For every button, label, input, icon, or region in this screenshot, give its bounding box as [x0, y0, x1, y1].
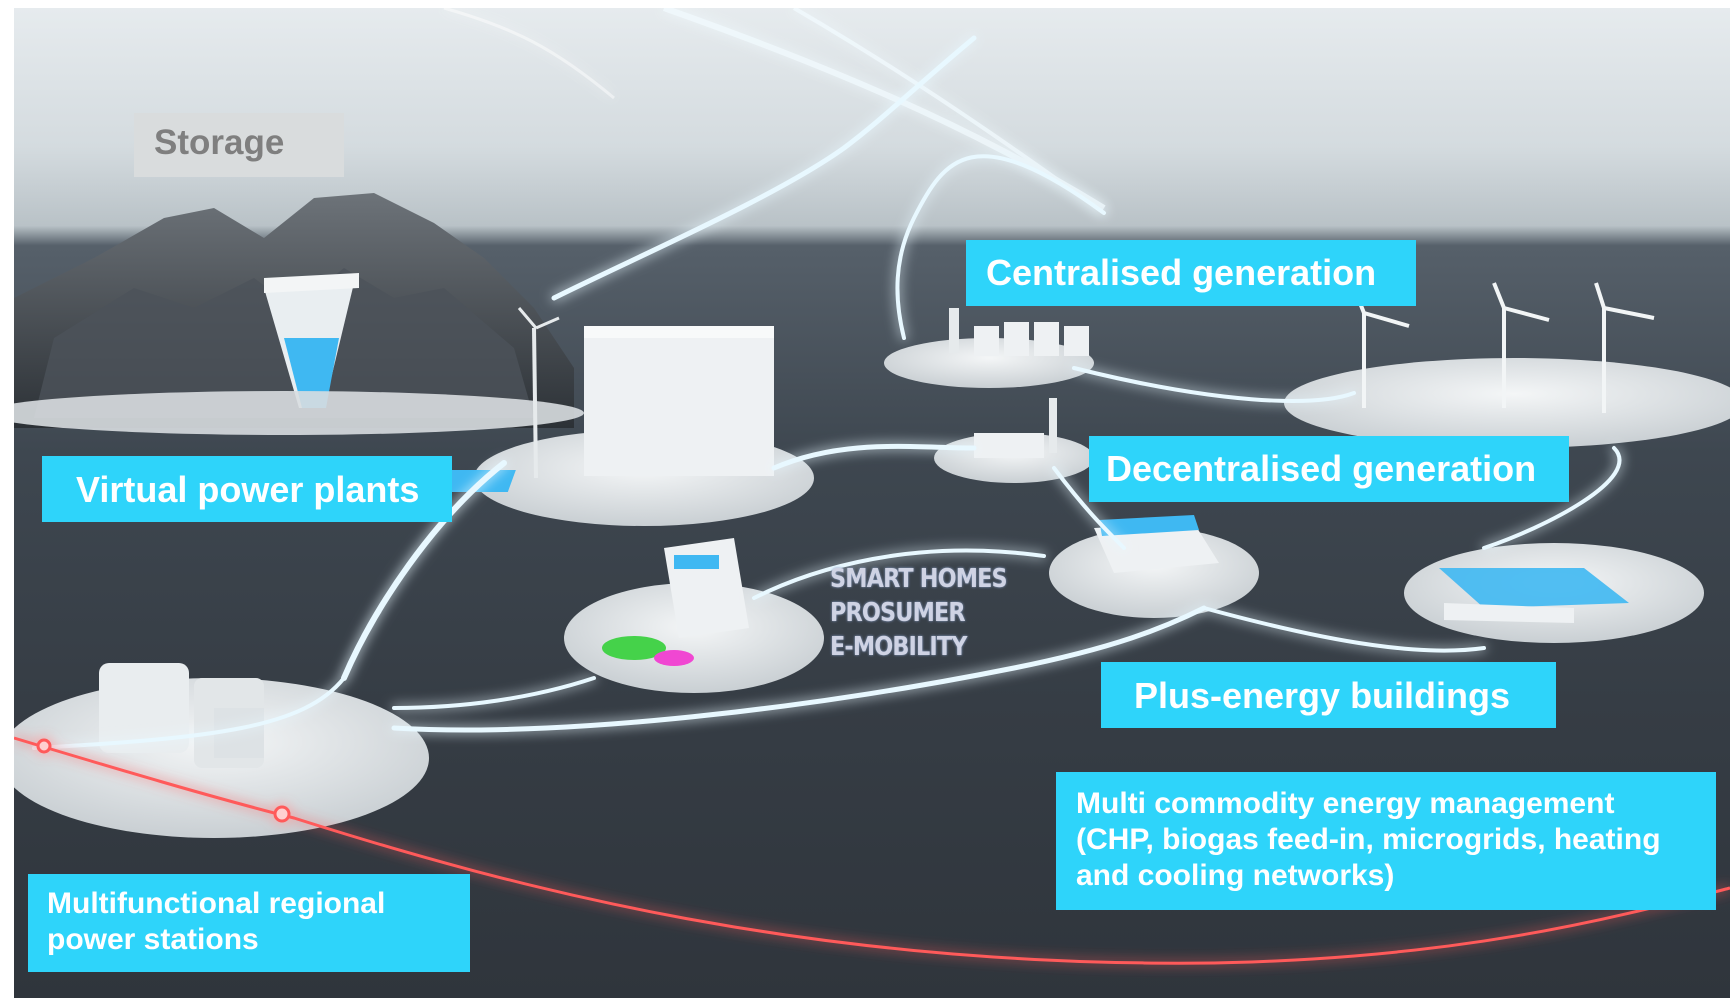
smart-homes-text: SMART HOMES — [830, 564, 1008, 594]
prosumer-text: PROSUMER — [830, 598, 966, 628]
grid-connections — [32, 35, 1622, 750]
decentralised-factory — [974, 398, 1057, 458]
red-grid-line — [14, 736, 1730, 965]
smart-grid-illustration: Storage Centralised generation Virtual p… — [14, 8, 1730, 998]
e-mobility-text: E-MOBILITY — [830, 632, 967, 662]
mountain-storage — [14, 193, 574, 428]
centralised-plant — [949, 308, 1089, 356]
virtual-power-plants-label: Virtual power plants — [42, 456, 452, 522]
decentralised-generation-label: Decentralised generation — [1089, 436, 1569, 502]
virtual-power-plant-building — [427, 307, 774, 492]
storage-label: Storage — [134, 113, 344, 177]
multifunctional-regional-power-stations-label: Multifunctional regional power stations — [28, 874, 470, 972]
multi-commodity-energy-management-label: Multi commodity energy management (CHP, … — [1056, 772, 1716, 910]
smart-homes-caption: SMART HOMES PROSUMER E-MOBILITY — [830, 562, 1008, 664]
sky-light-beams — [443, 8, 1106, 215]
centralised-generation-label: Centralised generation — [966, 240, 1416, 306]
plus-energy-building — [1094, 515, 1629, 623]
grid-artwork — [14, 8, 1730, 965]
regional-power-station — [99, 663, 264, 768]
plus-energy-buildings-label: Plus-energy buildings — [1101, 662, 1556, 728]
smart-home — [602, 538, 749, 666]
